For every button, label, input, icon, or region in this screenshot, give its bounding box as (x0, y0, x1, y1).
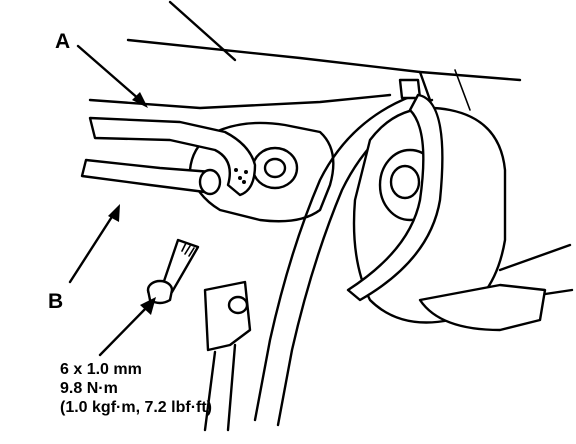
bolt-size: 6 x 1.0 mm (60, 361, 142, 378)
pipe-a (88, 116, 257, 197)
bolt-torque-nm: 9.8 N·m (60, 380, 118, 397)
leader-bolt (98, 297, 156, 357)
leader-a (76, 44, 148, 108)
lower-bracket (203, 280, 252, 432)
callout-a: A (55, 30, 70, 53)
callout-b: B (48, 290, 63, 313)
bolt-icon (146, 238, 200, 305)
leader-b (68, 204, 120, 284)
body-panel (88, 0, 522, 111)
bolt-torque-alt: (1.0 kgf·m, 7.2 lbf·ft) (60, 399, 212, 416)
right-component (346, 78, 574, 332)
pipe-b (80, 158, 222, 196)
